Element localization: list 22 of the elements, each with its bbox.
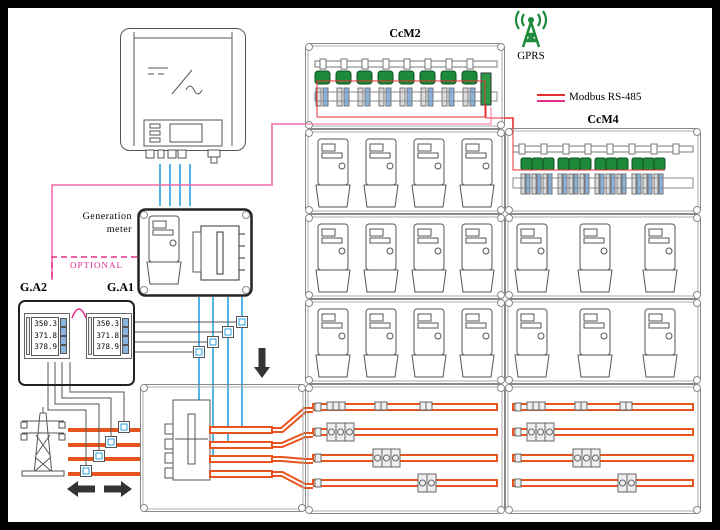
cable [51,256,137,280]
panel-title: G.A1 [107,280,134,295]
busbar [66,428,142,476]
signal-wire [62,362,112,436]
block-arrow [254,348,270,378]
panel-title: CcM4 [586,112,620,127]
cable [505,117,514,128]
edge-label: OPTIONAL [70,260,123,270]
antenna-label: GPRS [516,50,546,62]
cable [198,296,243,385]
meter-label: Generation meter [82,210,132,236]
panel-title: G.A2 [20,280,47,295]
panel-title: CcM2 [388,26,422,41]
legend-label: Modbus RS-485 [569,91,642,103]
signal-wire [70,362,124,422]
cable [51,123,305,280]
signal-wire [48,362,86,466]
signal-wire [54,362,100,450]
cable [159,163,191,207]
cable [71,308,87,318]
block-arrow [104,481,132,497]
block-arrow [67,481,95,497]
